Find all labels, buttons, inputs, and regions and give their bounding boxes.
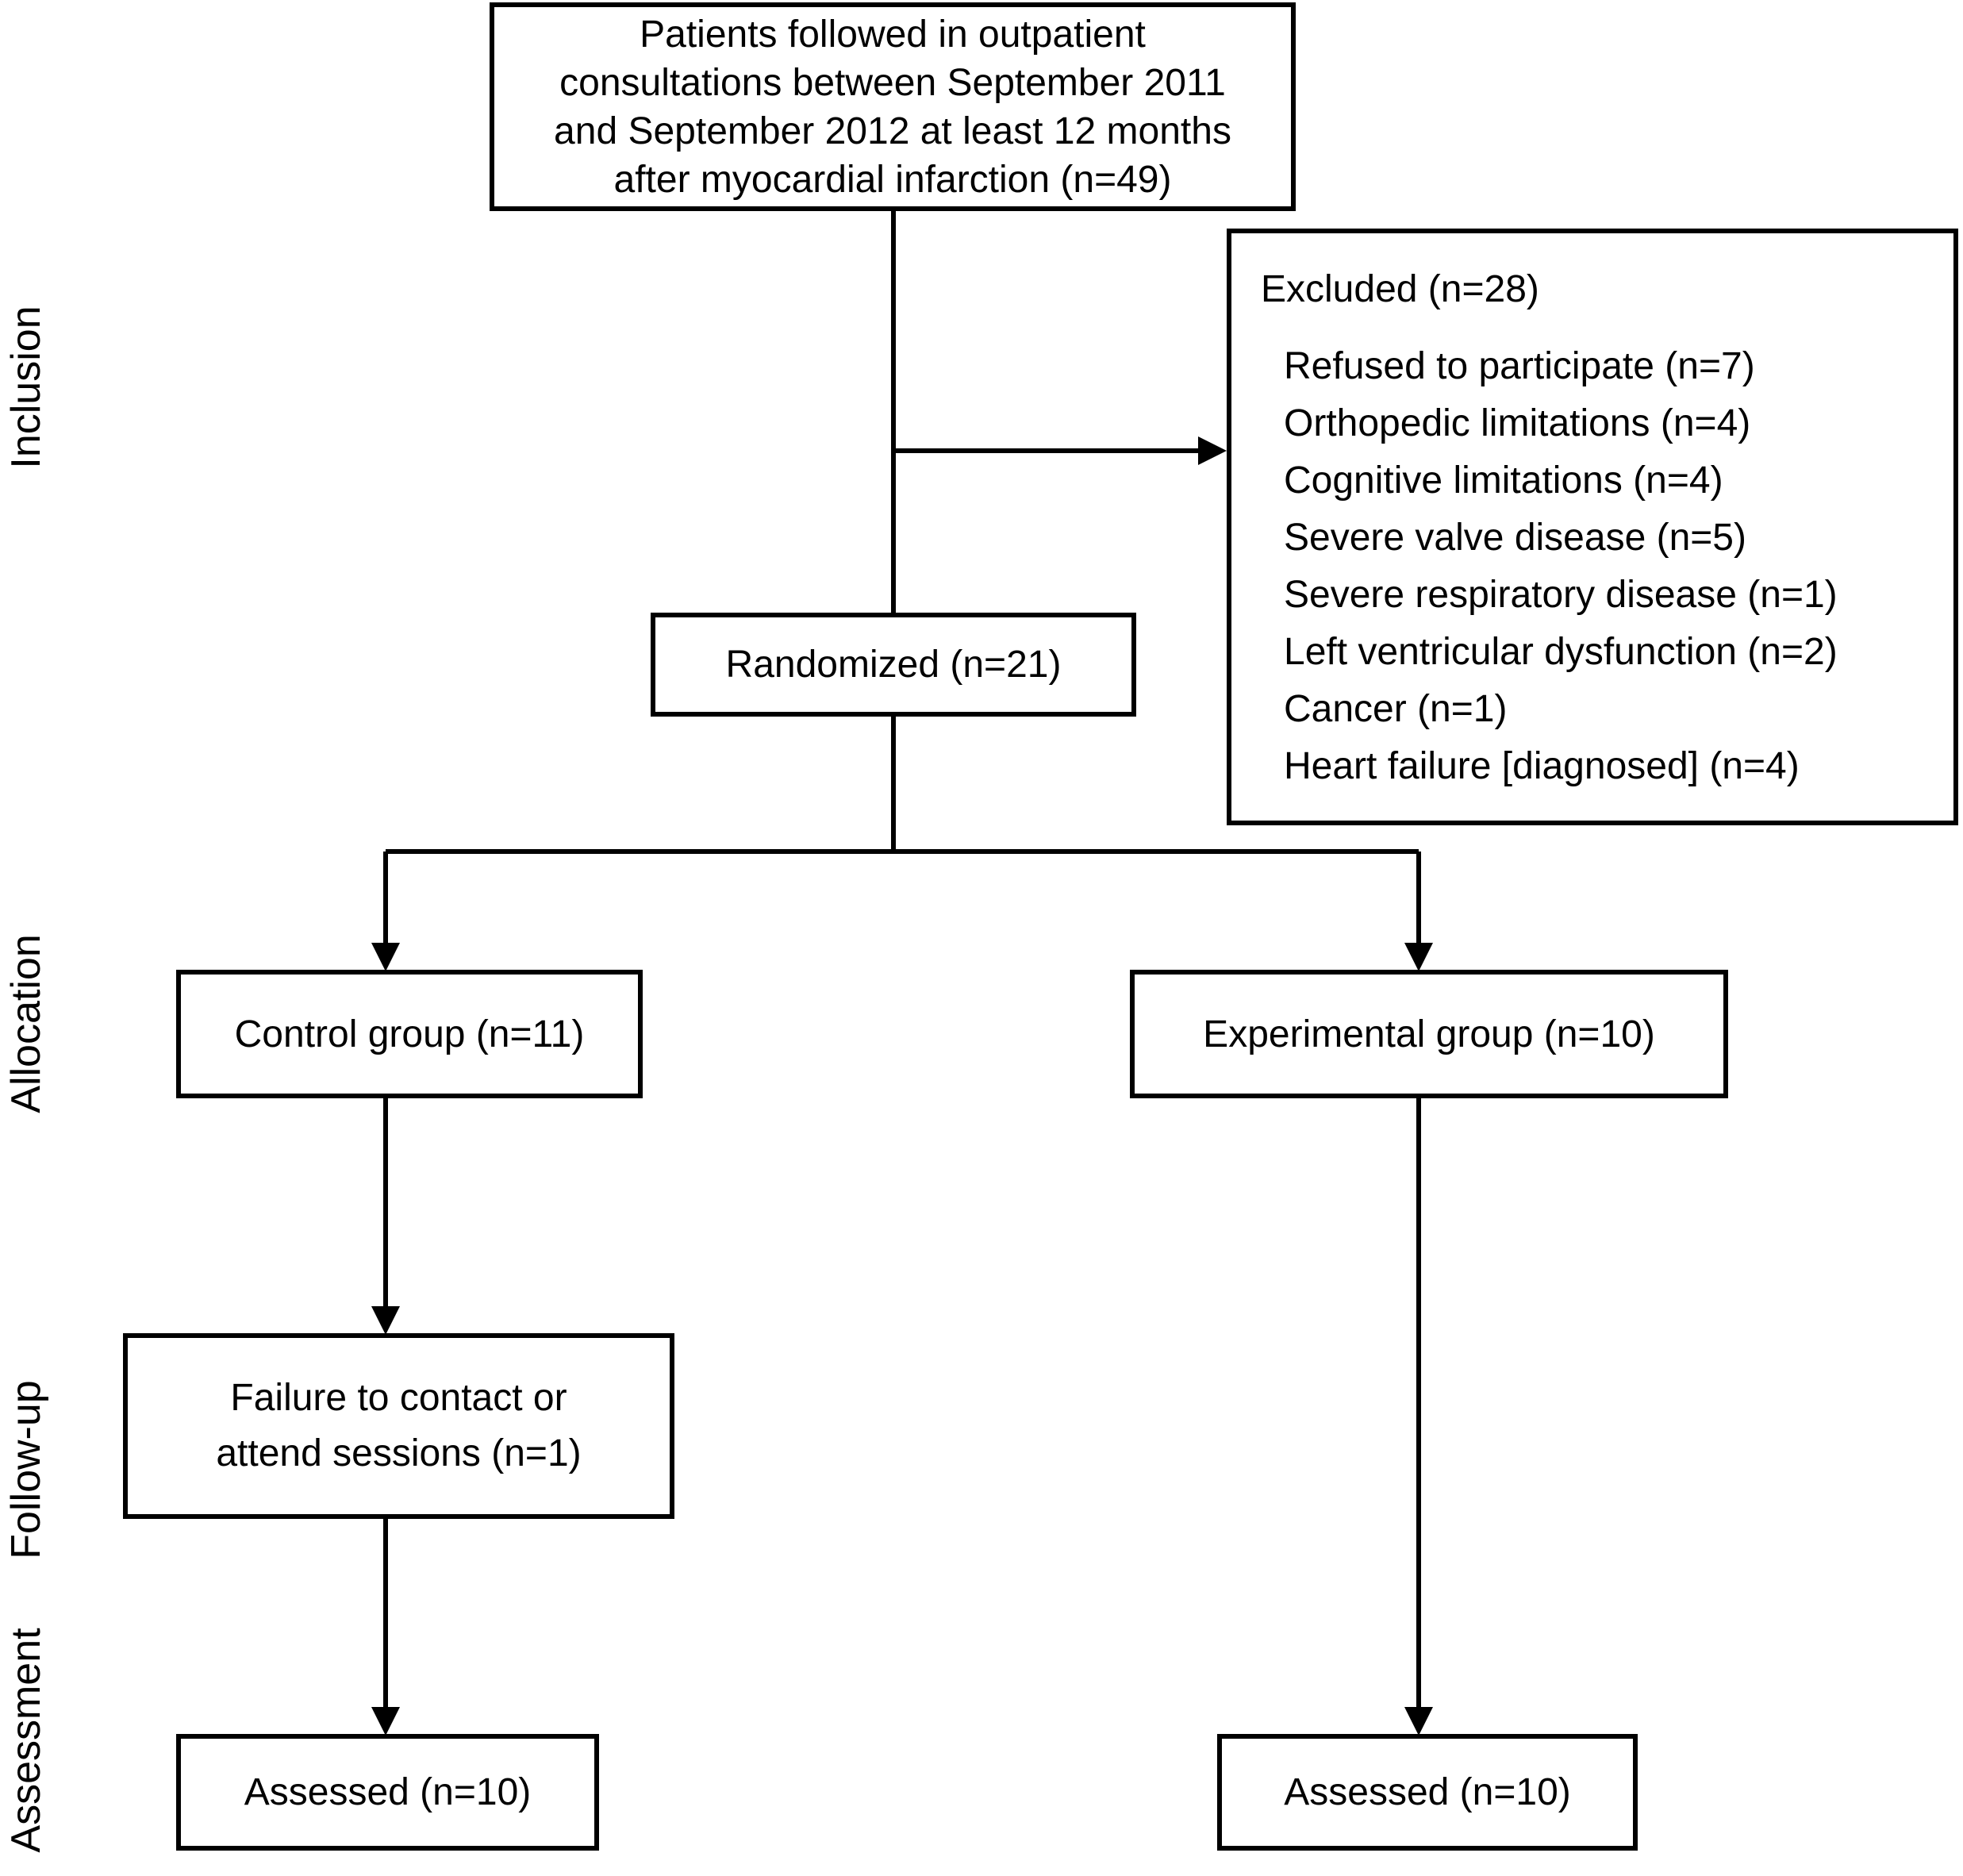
enrollment-box: Patients followed in outpatient consulta… [490, 2, 1296, 211]
excluded-reason: Severe valve disease (n=5) [1284, 517, 1746, 559]
excluded-reason: Refused to participate (n=7) [1284, 345, 1755, 387]
excluded-reason: Heart failure [diagnosed] (n=4) [1284, 745, 1800, 787]
enrollment-line: consultations between September 2011 [559, 61, 1226, 104]
assessed-experimental-label: Assessed (n=10) [1284, 1771, 1571, 1813]
excluded-reason: Left ventricular dysfunction (n=2) [1284, 631, 1838, 673]
followup-failure-box: Failure to contact or attend sessions (n… [123, 1333, 674, 1519]
followup-line: attend sessions (n=1) [216, 1432, 582, 1474]
arrowhead-followup [371, 1306, 400, 1335]
enrollment-line: after myocardial infarction (n=49) [613, 158, 1172, 201]
excluded-reasons-list: Refused to participate (n=7) Orthopedic … [1284, 338, 1938, 795]
enrollment-line: Patients followed in outpatient [640, 13, 1146, 56]
excluded-reason: Orthopedic limitations (n=4) [1284, 402, 1751, 444]
excluded-box: Excluded (n=28) Refused to participate (… [1227, 229, 1958, 825]
stage-label-assessment: Assessment [3, 1628, 49, 1853]
assessed-control-label: Assessed (n=10) [244, 1771, 532, 1813]
arrowhead-assessed-control [371, 1707, 400, 1736]
arrowhead-excluded [1198, 436, 1227, 465]
control-group-box: Control group (n=11) [176, 970, 643, 1098]
arrowhead-control [371, 943, 400, 971]
assessed-experimental-box: Assessed (n=10) [1217, 1734, 1638, 1851]
arrowhead-experimental [1404, 943, 1433, 971]
randomized-label: Randomized (n=21) [725, 644, 1062, 686]
randomized-box: Randomized (n=21) [651, 613, 1136, 717]
followup-line: Failure to contact or [230, 1377, 567, 1419]
excluded-reason: Severe respiratory disease (n=1) [1284, 574, 1838, 616]
control-group-label: Control group (n=11) [234, 1013, 585, 1055]
experimental-group-label: Experimental group (n=10) [1203, 1013, 1655, 1055]
enrollment-line: and September 2012 at least 12 months [554, 110, 1231, 152]
stage-label-inclusion: Inclusion [3, 306, 49, 469]
stage-label-allocation: Allocation [3, 934, 49, 1113]
experimental-group-box: Experimental group (n=10) [1130, 970, 1728, 1098]
excluded-reason: Cancer (n=1) [1284, 688, 1508, 730]
assessed-control-box: Assessed (n=10) [176, 1734, 599, 1851]
arrowhead-assessed-experimental [1404, 1707, 1433, 1736]
excluded-title: Excluded (n=28) [1261, 268, 1539, 310]
stage-label-followup: Follow-up [3, 1380, 49, 1559]
excluded-reason: Cognitive limitations (n=4) [1284, 459, 1723, 502]
